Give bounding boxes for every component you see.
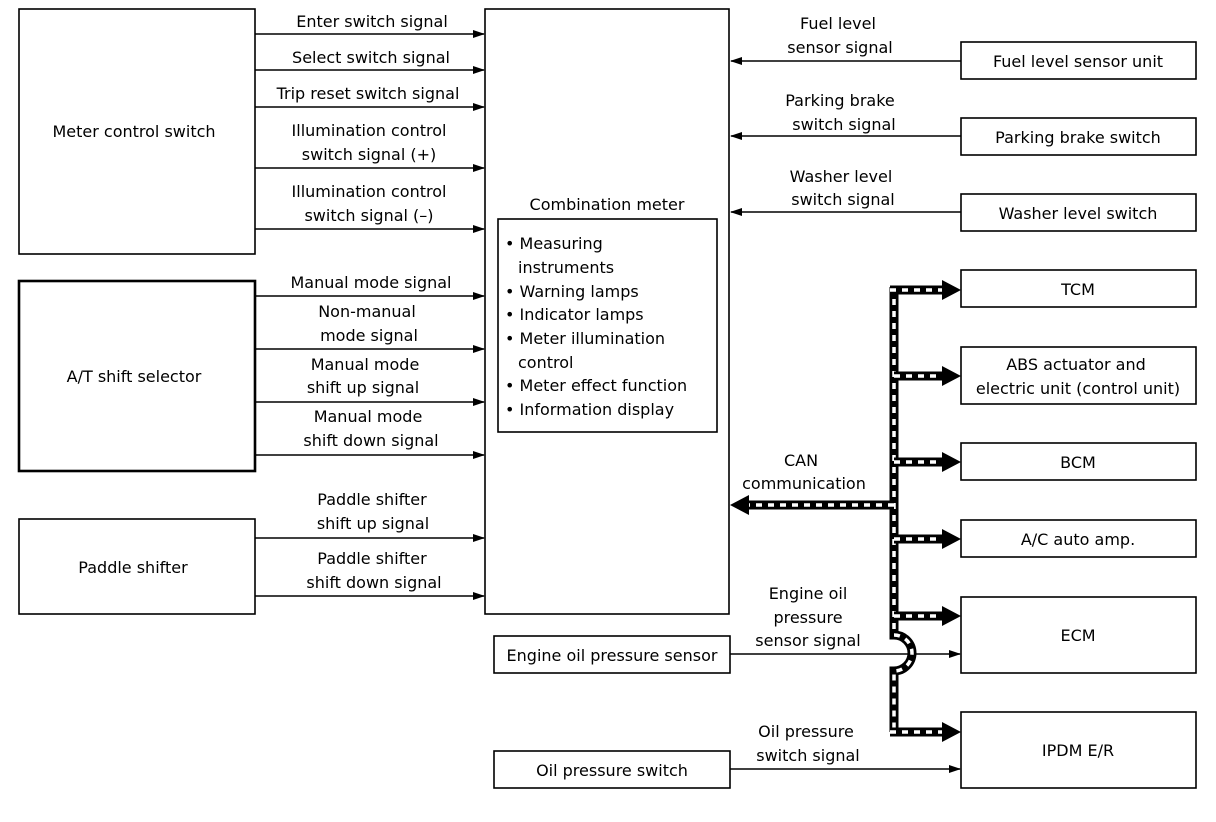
oil-pressure-switch-label: Oil pressure switch — [536, 761, 688, 780]
abs-label-line1: ABS actuator and — [1006, 355, 1146, 374]
meter-function-item: • Meter effect function — [505, 376, 687, 395]
fuel-signal-label-line2: sensor signal — [787, 38, 892, 57]
enter-switch-signal-label: Enter switch signal — [296, 12, 448, 31]
manual-mode-signal-label: Manual mode signal — [290, 273, 451, 292]
ac-auto-amp-label: A/C auto amp. — [1021, 530, 1135, 549]
left-signal-labels: Enter switch signal Select switch signal… — [276, 12, 460, 592]
ac-auto-amp-block: A/C auto amp. — [960, 519, 1197, 558]
bcm-label: BCM — [1060, 453, 1096, 472]
non-manual-label-line1: Non-manual — [318, 302, 416, 321]
ecm-block: ECM — [960, 596, 1197, 674]
illum-plus-label-line1: Illumination control — [292, 121, 447, 140]
shift-down-label-line2: shift down signal — [303, 431, 438, 450]
shift-down-label-line1: Manual mode — [314, 407, 423, 426]
shift-up-label-line2: shift up signal — [307, 378, 419, 397]
trip-reset-signal-label: Trip reset switch signal — [276, 84, 460, 103]
paddle-down-label-line2: shift down signal — [306, 573, 441, 592]
shift-up-label-line1: Manual mode — [311, 355, 420, 374]
bcm-block: BCM — [960, 442, 1197, 481]
paddle-up-label-line1: Paddle shifter — [317, 490, 427, 509]
parking-signal-label-line1: Parking brake — [785, 91, 894, 110]
right-signal-wires — [730, 57, 961, 216]
meter-function-item: instruments — [518, 258, 614, 277]
eop-signal-label-line2: pressure — [773, 608, 842, 627]
meter-control-switch-block: Meter control switch — [18, 8, 256, 255]
sensor-signal-labels: Engine oil pressure sensor signal Oil pr… — [755, 584, 860, 765]
washer-signal-label-line1: Washer level — [790, 167, 893, 186]
can-label-line2: communication — [742, 474, 866, 493]
at-shift-selector-label: A/T shift selector — [67, 367, 202, 386]
illum-plus-label-line2: switch signal (+) — [302, 145, 436, 164]
at-shift-selector-block: A/T shift selector — [17, 279, 257, 473]
meter-function-item: • Meter illumination — [505, 329, 665, 348]
meter-function-item: • Indicator lamps — [505, 305, 644, 324]
meter-control-switch-label: Meter control switch — [52, 122, 215, 141]
parking-signal-label-line2: switch signal — [792, 115, 896, 134]
meter-function-item: • Warning lamps — [505, 282, 639, 301]
combination-meter-title: Combination meter — [530, 195, 685, 214]
meter-function-item: • Measuring — [505, 234, 603, 253]
washer-level-switch-label: Washer level switch — [999, 204, 1158, 223]
tcm-label: TCM — [1060, 280, 1095, 299]
fuel-signal-label-line1: Fuel level — [800, 14, 876, 33]
non-manual-label-line2: mode signal — [320, 326, 418, 345]
left-signal-wires — [255, 30, 485, 600]
right-signal-labels: Fuel level sensor signal Parking brake s… — [785, 14, 895, 209]
ops-signal-label-line2: switch signal — [756, 746, 860, 765]
abs-label-line2: electric unit (control unit) — [976, 379, 1180, 398]
illum-minus-label-line1: Illumination control — [292, 182, 447, 201]
parking-brake-switch-label: Parking brake switch — [995, 128, 1161, 147]
fuel-level-sensor-label: Fuel level sensor unit — [993, 52, 1163, 71]
ipdm-label: IPDM E/R — [1042, 741, 1114, 760]
fuel-level-sensor-block: Fuel level sensor unit — [960, 41, 1197, 80]
meter-function-item: control — [518, 353, 573, 372]
oil-pressure-switch-block: Oil pressure switch — [493, 750, 731, 789]
can-bus: CAN communication — [730, 280, 961, 742]
ipdm-block: IPDM E/R — [960, 711, 1197, 789]
engine-oil-pressure-sensor-block: Engine oil pressure sensor — [493, 635, 731, 674]
combination-meter-block: Combination meter • Measuring instrument… — [484, 8, 730, 615]
washer-level-switch-block: Washer level switch — [960, 193, 1197, 232]
eop-signal-label-line3: sensor signal — [755, 631, 860, 650]
can-label-line1: CAN — [784, 451, 818, 470]
ops-signal-label-line1: Oil pressure — [758, 722, 854, 741]
eop-signal-label-line1: Engine oil — [769, 584, 848, 603]
paddle-shifter-block: Paddle shifter — [18, 518, 256, 615]
sensor-wires — [730, 650, 961, 773]
parking-brake-switch-block: Parking brake switch — [960, 117, 1197, 156]
tcm-block: TCM — [960, 269, 1197, 308]
engine-oil-pressure-sensor-label: Engine oil pressure sensor — [507, 646, 718, 665]
paddle-shifter-label: Paddle shifter — [78, 558, 188, 577]
abs-unit-block: ABS actuator and electric unit (control … — [960, 346, 1197, 405]
paddle-up-label-line2: shift up signal — [317, 514, 429, 533]
ecm-label: ECM — [1060, 626, 1095, 645]
washer-signal-label-line2: switch signal — [791, 190, 895, 209]
meter-function-item: • Information display — [505, 400, 674, 419]
paddle-down-label-line1: Paddle shifter — [317, 549, 427, 568]
illum-minus-label-line2: switch signal (–) — [304, 206, 433, 225]
select-switch-signal-label: Select switch signal — [292, 48, 450, 67]
